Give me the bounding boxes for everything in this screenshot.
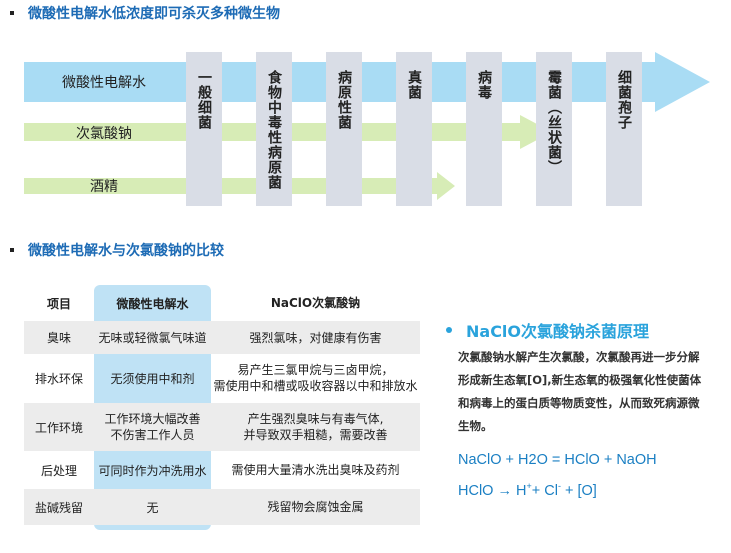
- organism-column: 食物中毒性病原菌: [256, 52, 292, 206]
- organism-column: 霉菌（丝状菌）: [536, 52, 572, 206]
- header-naclo: NaClO次氯酸钠: [270, 296, 361, 310]
- organism-column: 真菌: [396, 52, 432, 206]
- comparison-table: 项目 微酸性电解水 NaClO次氯酸钠 臭味 无味或轻微氯气味道 强烈氯味，对健…: [24, 285, 420, 530]
- header-electrolyzed-water: 微酸性电解水: [116, 296, 189, 311]
- cell-naclo: 产生强烈臭味与有毒气体, 并导致双手粗糙，需要改善: [243, 412, 388, 442]
- row-item: 臭味: [46, 331, 71, 345]
- cell-naclo: 易产生三氯甲烷与三卤甲烷， 需使用中和槽或吸收容器以中和排放水: [213, 363, 418, 393]
- table-header-row: 项目 微酸性电解水 NaClO次氯酸钠: [24, 285, 420, 321]
- row-item: 排水环保: [34, 371, 83, 386]
- table-row: 盐碱残留 无 残留物会腐蚀金属: [24, 489, 420, 525]
- organism-column: 一般细菌: [186, 52, 222, 206]
- section-heading-2: 微酸性电解水与次氯酸钠的比较: [10, 240, 224, 260]
- principle-description: 次氯酸钠水解产生次氯酸，次氯酸再进一步分解 形成新生态氧[O],新生态氧的极强氧…: [458, 350, 702, 433]
- cell-electrolyzed-water: 无须使用中和剂: [110, 371, 195, 386]
- bullet-icon: [10, 11, 14, 15]
- section-title: 微酸性电解水低浓度即可杀灭多种微生物: [28, 6, 280, 22]
- cell-naclo: 残留物会腐蚀金属: [267, 500, 364, 514]
- cell-electrolyzed-water: 无: [146, 500, 159, 515]
- cell-naclo: 需使用大量清水洗出臭味及药剂: [231, 463, 400, 477]
- organism-column: 病原性菌: [326, 52, 362, 206]
- agent-label-electrolyzed-water: 微酸性电解水: [62, 75, 146, 91]
- header-item: 项目: [46, 296, 71, 311]
- table-row: 后处理 可同时作为冲洗用水 需使用大量清水洗出臭味及药剂: [24, 453, 420, 487]
- row-item: 工作环境: [34, 420, 83, 435]
- bullet-icon: [10, 248, 14, 252]
- table-row: 排水环保 无须使用中和剂 易产生三氯甲烷与三卤甲烷， 需使用中和槽或吸收容器以中…: [24, 356, 420, 400]
- equation-decomposition: HClO → H++ Cl- + [O]: [458, 481, 597, 499]
- row-item: 后处理: [40, 463, 77, 478]
- organism-column: 细菌孢子: [606, 52, 642, 206]
- table-row: 臭味 无味或轻微氯气味道 强烈氯味，对健康有伤害: [24, 321, 420, 354]
- table-row: 工作环境 工作环境大幅改善 不伤害工作人员 产生强烈臭味与有毒气体, 并导致双手…: [24, 403, 420, 451]
- equation-hydrolysis: NaClO + H2O = HClO + NaOH: [458, 452, 657, 468]
- agent-label-sodium-hypochlorite: 次氯酸钠: [76, 126, 132, 142]
- cell-electrolyzed-water: 工作环境大幅改善 不伤害工作人员: [104, 412, 201, 442]
- cell-electrolyzed-water: 可同时作为冲洗用水: [98, 463, 207, 478]
- organism-column: 病毒: [466, 52, 502, 206]
- principle-title: NaClO次氯酸钠杀菌原理: [466, 322, 650, 341]
- row-item: 盐碱残留: [34, 500, 83, 515]
- cell-electrolyzed-water: 无味或轻微氯气味道: [98, 331, 207, 345]
- section-title: 微酸性电解水与次氯酸钠的比较: [28, 243, 224, 259]
- section-heading-1: 微酸性电解水低浓度即可杀灭多种微生物: [10, 3, 280, 23]
- agent-label-alcohol: 酒精: [90, 179, 118, 195]
- cell-naclo: 强烈氯味，对健康有伤害: [249, 330, 382, 345]
- bullet-dot-icon: [446, 327, 452, 333]
- principle-heading: NaClO次氯酸钠杀菌原理: [446, 318, 649, 342]
